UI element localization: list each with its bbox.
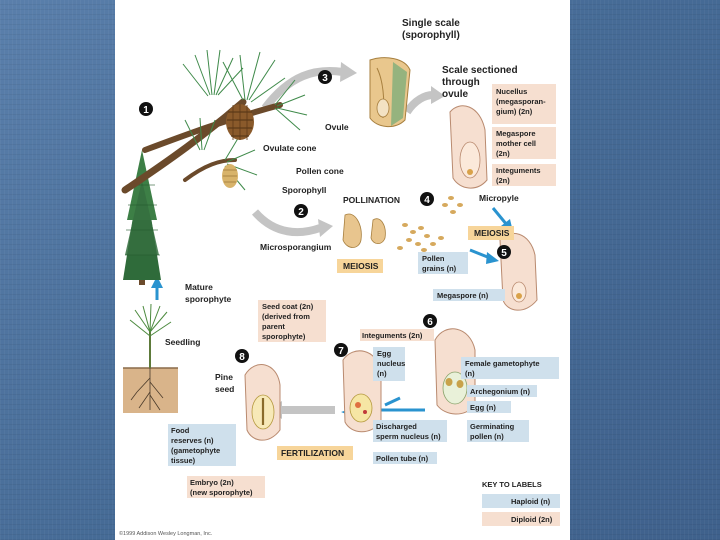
label-ovule: Ovule: [325, 122, 349, 132]
label-megaspore: Megaspore (n): [437, 291, 489, 300]
arrow-meiosis-down: [493, 208, 507, 225]
pine-life-cycle-figure: 1 2 3 4 5 6 7 8 Single scale(sporophyll)…: [115, 0, 570, 540]
label-egg: Egg (n): [470, 403, 496, 412]
ovule-meiosis-illustration: [500, 233, 537, 310]
seedling-illustration: [123, 304, 178, 413]
label-pollen-tube: Pollen tube (n): [376, 454, 429, 463]
label-meiosis-right: MEIOSIS: [474, 228, 510, 238]
key-haploid-label: Haploid (n): [511, 497, 551, 506]
step-3-number: 3: [322, 73, 328, 84]
copyright-notice: ©1999 Addison Wesley Longman, Inc.: [119, 530, 213, 537]
label-seedling: Seedling: [165, 337, 200, 347]
scale-section-illustration: [450, 106, 487, 188]
single-scale-illustration: [370, 58, 410, 127]
key-diploid-label: Diploid (2n): [511, 515, 553, 524]
label-archegonium: Archegonium (n): [470, 387, 530, 396]
label-pollination: POLLINATION: [343, 195, 400, 205]
label-meiosis-left: MEIOSIS: [343, 261, 379, 271]
step-6-number: 6: [427, 317, 433, 328]
label-fertilization: FERTILIZATION: [281, 448, 344, 458]
label-sporophyll: Sporophyll: [282, 185, 326, 195]
label-integuments-mid: Integuments (2n): [362, 331, 423, 340]
arrow-cone-to-pollen: [255, 212, 320, 232]
arrow-pollen-right-head: [486, 252, 499, 264]
pine-seed-illustration: [245, 365, 280, 441]
key-title: KEY TO LABELS: [482, 480, 542, 489]
step-8-number: 8: [239, 352, 245, 363]
step-7-number: 7: [338, 346, 344, 357]
step-5-number: 5: [501, 248, 507, 259]
step-1-number: 1: [143, 105, 149, 116]
label-ovulate-cone: Ovulate cone: [263, 143, 317, 153]
label-micropyle: Micropyle: [479, 193, 519, 203]
step-2-number: 2: [298, 207, 304, 218]
arrow-cone-to-pollen-head: [318, 219, 333, 237]
key-to-labels: KEY TO LABELS Haploid (n) Diploid (2n): [482, 480, 560, 526]
step-4-number: 4: [424, 195, 430, 206]
arrow-scale-to-section: [407, 95, 433, 112]
arrow-tree-to-scale-head: [340, 62, 357, 82]
label-pollen-cone: Pollen cone: [296, 166, 344, 176]
label-microsporangium: Microsporangium: [260, 242, 332, 252]
arrow-to-seed: [385, 398, 400, 405]
label-single-scale: Single scale(sporophyll): [402, 18, 460, 41]
